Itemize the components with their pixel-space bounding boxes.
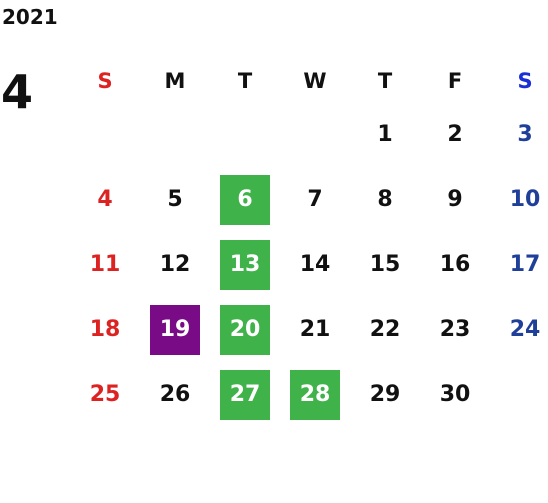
day-number: 22: [369, 317, 401, 342]
day-number: 27: [220, 369, 270, 420]
day-cell[interactable]: 3: [490, 110, 548, 160]
day-cell: [140, 110, 210, 160]
day-cell[interactable]: 8: [350, 175, 420, 225]
day-cell-selected[interactable]: 19: [140, 304, 210, 355]
week-row-5: 25 26 27 28 29 30: [70, 362, 548, 427]
day-number: 29: [369, 382, 401, 407]
day-cell-highlighted[interactable]: 20: [210, 304, 280, 355]
weekday-saturday: S: [517, 69, 533, 93]
day-cell[interactable]: 15: [350, 240, 420, 290]
day-number: 4: [97, 187, 113, 212]
day-number: [500, 370, 548, 420]
day-cell[interactable]: 1: [350, 110, 420, 160]
day-cell: [210, 110, 280, 160]
day-number: 25: [89, 382, 121, 407]
day-cell[interactable]: 17: [490, 240, 548, 290]
day-cell[interactable]: 24: [490, 305, 548, 355]
day-number: 9: [447, 187, 463, 212]
weekday-wednesday: W: [303, 69, 327, 93]
day-cell: [70, 110, 140, 160]
day-number: 26: [159, 382, 191, 407]
week-row-3: 11 12 13 14 15 16 17: [70, 232, 548, 297]
day-cell-highlighted[interactable]: 28: [280, 369, 350, 420]
day-number: [80, 110, 130, 160]
day-number: [220, 110, 270, 160]
day-number: 15: [369, 252, 401, 277]
day-cell[interactable]: 30: [420, 370, 490, 420]
day-cell[interactable]: 10: [490, 175, 548, 225]
weekday-sunday: S: [97, 69, 113, 93]
day-cell[interactable]: 21: [280, 305, 350, 355]
day-cell: [280, 110, 350, 160]
day-cell[interactable]: 2: [420, 110, 490, 160]
week-row-4: 18 19 20 21 22 23 24: [70, 297, 548, 362]
day-cell[interactable]: 22: [350, 305, 420, 355]
day-number: 6: [220, 174, 270, 225]
day-number: 23: [439, 317, 471, 342]
day-cell[interactable]: 14: [280, 240, 350, 290]
day-cell[interactable]: 11: [70, 240, 140, 290]
day-number: 16: [439, 252, 471, 277]
day-number: [290, 110, 340, 160]
weekday-thursday: T: [377, 69, 393, 93]
calendar-grid: S M T W T F S 1 2 3 4 5 6 7 8 9 10 11 12…: [70, 60, 548, 427]
day-number: 7: [307, 187, 323, 212]
day-number: 13: [220, 239, 270, 290]
day-cell[interactable]: 26: [140, 370, 210, 420]
day-cell[interactable]: 9: [420, 175, 490, 225]
day-number: 17: [509, 252, 541, 277]
weekday-header-row: S M T W T F S: [70, 60, 548, 102]
day-number: 8: [377, 187, 393, 212]
day-number: 2: [447, 122, 463, 147]
day-cell-highlighted[interactable]: 6: [210, 174, 280, 225]
weekday-friday: F: [447, 69, 463, 93]
day-number: 11: [89, 252, 121, 277]
day-number: 21: [299, 317, 331, 342]
day-number: 12: [159, 252, 191, 277]
day-cell[interactable]: 7: [280, 175, 350, 225]
year-label: 2021: [2, 5, 58, 29]
day-number: 18: [89, 317, 121, 342]
week-row-2: 4 5 6 7 8 9 10: [70, 167, 548, 232]
day-cell-highlighted[interactable]: 27: [210, 369, 280, 420]
day-cell-highlighted[interactable]: 13: [210, 239, 280, 290]
day-number: 3: [517, 122, 533, 147]
day-number: 20: [220, 304, 270, 355]
day-cell[interactable]: 23: [420, 305, 490, 355]
day-number: 30: [439, 382, 471, 407]
day-cell[interactable]: 4: [70, 175, 140, 225]
day-number: 14: [299, 252, 331, 277]
day-cell: [490, 370, 548, 420]
day-cell[interactable]: 25: [70, 370, 140, 420]
day-number: 19: [150, 304, 200, 355]
day-number: 24: [509, 317, 541, 342]
weekday-tuesday: T: [237, 69, 253, 93]
day-cell[interactable]: 12: [140, 240, 210, 290]
day-number: 1: [377, 122, 393, 147]
day-cell[interactable]: 18: [70, 305, 140, 355]
weekday-monday: M: [164, 69, 186, 93]
day-cell[interactable]: 5: [140, 175, 210, 225]
month-label: 4: [1, 65, 34, 119]
day-cell[interactable]: 16: [420, 240, 490, 290]
day-number: [150, 110, 200, 160]
week-row-1: 1 2 3: [70, 102, 548, 167]
day-number: 10: [509, 187, 541, 212]
day-number: 28: [290, 369, 340, 420]
day-number: 5: [167, 187, 183, 212]
day-cell[interactable]: 29: [350, 370, 420, 420]
